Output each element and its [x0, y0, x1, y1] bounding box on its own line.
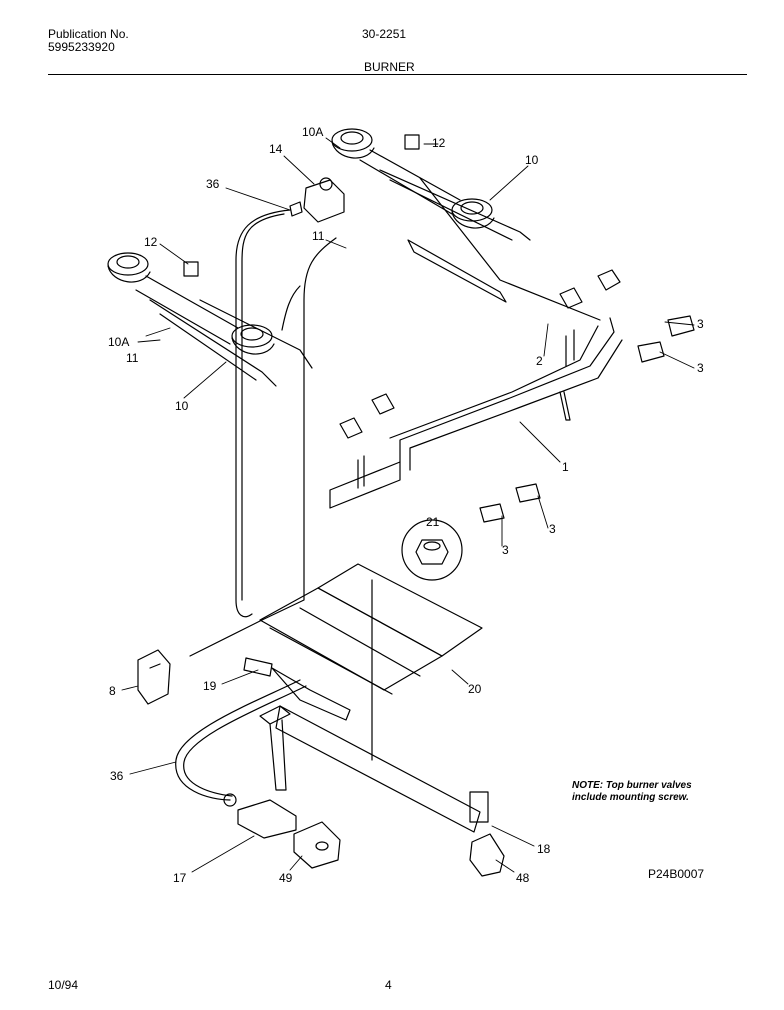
bracket-8	[137, 649, 171, 705]
front-burner-assembly	[107, 252, 313, 387]
callout-1: 1	[562, 460, 569, 474]
model-number: 30-2251	[362, 27, 407, 41]
callout-20: 20	[468, 682, 482, 696]
callout-8: 8	[109, 684, 116, 698]
callout-17: 17	[173, 871, 187, 885]
publication-label: Publication No.	[48, 27, 129, 41]
gas-tubing	[189, 209, 337, 657]
igniter-19	[243, 657, 351, 721]
callout-2: 2	[536, 354, 543, 368]
callout-19: 19	[203, 679, 217, 693]
header-rule	[48, 74, 747, 75]
valve-14	[289, 177, 345, 223]
callout-10a: 10A	[302, 125, 323, 139]
page-number: 4	[385, 978, 392, 992]
back-burner-assembly	[331, 128, 601, 321]
callout-3: 3	[502, 543, 509, 557]
footer-date: 10/94	[48, 978, 79, 992]
callout-11: 11	[126, 351, 139, 365]
callout-49: 49	[279, 871, 293, 885]
callout-36: 36	[110, 769, 124, 783]
note-line-1: NOTE: Top burner valves	[572, 780, 692, 791]
callout-10a: 10A	[108, 335, 129, 349]
clip-48	[469, 833, 505, 877]
callout-10: 10	[525, 153, 539, 167]
drawing-code: P24B0007	[648, 867, 705, 881]
callout-3: 3	[697, 317, 704, 331]
section-title: BURNER	[364, 60, 415, 74]
manifold-valves	[339, 269, 621, 439]
publication-number: 5995233920	[48, 40, 115, 54]
callout-12: 12	[144, 235, 158, 249]
nut-21	[401, 519, 463, 581]
oven-burner-20	[259, 563, 483, 761]
lower-tubing	[175, 679, 307, 839]
callout-21: 21	[426, 515, 440, 529]
knobs-3	[479, 315, 695, 523]
callout-14: 14	[269, 142, 283, 156]
callout-11: 11	[312, 229, 325, 243]
manifold-pipe	[329, 317, 623, 509]
callout-3: 3	[549, 522, 556, 536]
callout-18: 18	[537, 842, 551, 856]
callout-10: 10	[175, 399, 189, 413]
callout-36: 36	[206, 177, 220, 191]
leader-lines	[121, 137, 695, 873]
note-line-2: include mounting screw.	[572, 792, 689, 803]
oven-burner-tube	[259, 705, 489, 833]
callout-labels: 3 3 3 3 10A 12 10 14 36 11 12 10A 11 10 …	[108, 125, 704, 885]
callout-48: 48	[516, 871, 530, 885]
callout-12: 12	[432, 136, 446, 150]
bracket-49	[293, 821, 341, 869]
note-text: NOTE: Top burner valves include mounting…	[572, 780, 692, 804]
callout-3: 3	[697, 361, 704, 375]
